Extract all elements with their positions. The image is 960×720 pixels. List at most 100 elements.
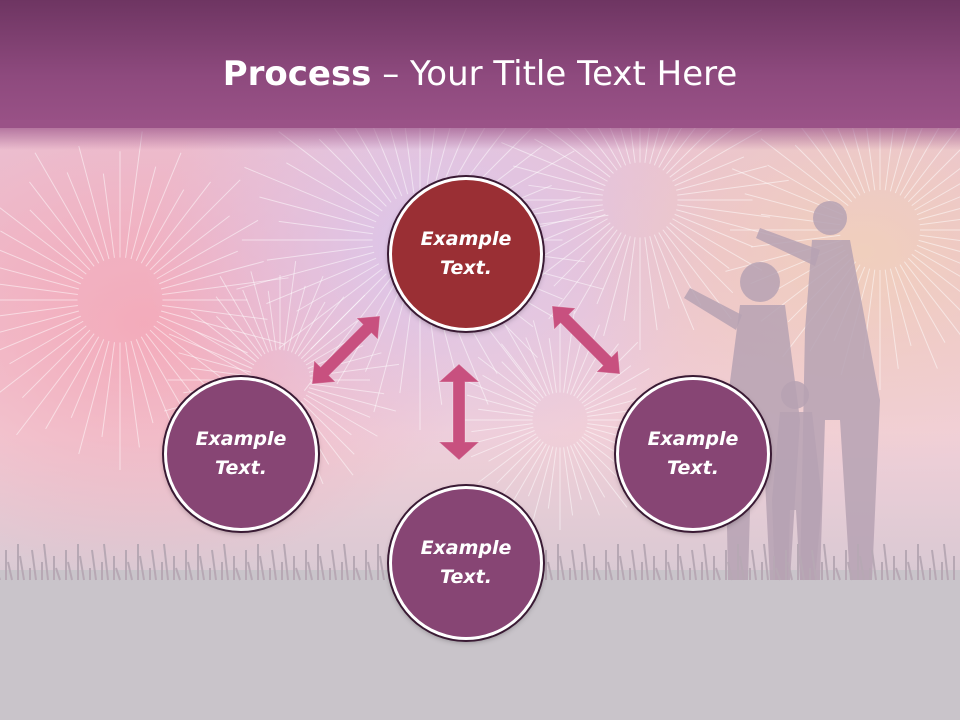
firework-streak: [259, 196, 375, 229]
firework-streak: [291, 275, 324, 353]
grass-blade: [355, 567, 361, 581]
firework-streak: [914, 183, 960, 211]
firework-streak: [751, 234, 841, 248]
firework-streak: [9, 320, 84, 365]
grass-blade: [283, 543, 289, 581]
firework-streak: [130, 166, 157, 260]
firework-streak: [525, 337, 550, 395]
grass-blade: [115, 567, 121, 581]
process-node-right[interactable]: Example Text.: [616, 377, 770, 531]
firework-streak: [899, 264, 946, 343]
firework-streak: [242, 289, 269, 353]
firework-streak: [66, 172, 105, 261]
firework-streak: [0, 310, 80, 333]
grass-blade: [67, 561, 73, 581]
process-node-bottom[interactable]: Example Text.: [389, 486, 543, 640]
firework-streak: [309, 383, 385, 395]
firework-streak: [216, 316, 260, 360]
firework-streak: [884, 269, 899, 369]
firework-streak: [542, 218, 608, 257]
grass-blade: [631, 549, 637, 581]
grass-blade: [223, 543, 229, 581]
grass-blade: [823, 543, 829, 581]
firework-streak: [676, 165, 767, 191]
firework-streak: [102, 173, 115, 258]
firework-streak: [300, 400, 355, 455]
grass-blade: [127, 561, 133, 581]
firework-streak: [644, 237, 658, 331]
process-node-left[interactable]: Example Text.: [164, 377, 318, 531]
title-bar-fade: [0, 120, 960, 150]
firework-streak: [190, 311, 257, 363]
firework-streak: [162, 305, 268, 320]
firework-streak: [596, 234, 627, 305]
firework-streak: [911, 253, 960, 293]
firework-streak: [482, 374, 537, 407]
firework-streak: [547, 447, 557, 509]
slide-title: Process – Your Title Text Here: [0, 52, 960, 96]
firework-streak: [532, 446, 554, 520]
grass-blade: [43, 543, 49, 581]
firework-streak: [78, 340, 110, 455]
firework-streak: [215, 296, 263, 357]
grass-blade: [343, 543, 349, 581]
firework-streak: [159, 315, 248, 354]
firework-streak: [283, 260, 297, 351]
firework-streak: [159, 250, 238, 285]
firework-streak: [570, 445, 600, 516]
firework-streak: [585, 387, 637, 410]
grass-blade: [763, 543, 769, 581]
firework-streak: [236, 251, 375, 290]
firework-streak: [528, 222, 611, 287]
grass-blade: [643, 543, 649, 581]
firework-streak: [70, 339, 105, 418]
grass-blade: [895, 567, 901, 581]
grass-blade: [175, 567, 181, 581]
firework-streak: [528, 184, 603, 196]
firework-streak: [477, 356, 539, 404]
process-node-top[interactable]: Example Text.: [389, 177, 543, 331]
firework-streak: [903, 261, 960, 336]
firework-streak: [623, 237, 636, 321]
firework-streak: [581, 365, 632, 404]
grass-blade: [883, 543, 889, 581]
firework-streak: [672, 218, 763, 271]
firework-streak: [666, 226, 734, 294]
firework-streak: [294, 301, 326, 355]
grass-blade: [607, 561, 613, 581]
firework-streak: [488, 433, 537, 462]
grass-blade: [547, 561, 553, 581]
firework-streak: [501, 361, 541, 401]
firework-streak: [219, 275, 266, 355]
firework-streak: [125, 131, 143, 258]
firework-streak: [0, 325, 87, 393]
grass-blade: [103, 543, 109, 581]
firework-streak: [286, 162, 380, 217]
firework-streak: [918, 208, 960, 221]
firework-streak: [0, 207, 87, 275]
grass-blade: [583, 543, 589, 581]
grass-blade: [703, 543, 709, 581]
grass-blade: [271, 549, 277, 581]
firework-streak: [563, 447, 574, 516]
firework-streak: [153, 215, 230, 275]
firework-streak: [287, 285, 306, 352]
grass-blade: [919, 555, 925, 581]
process-node-right-label: Example Text.: [647, 428, 739, 479]
grass-blade: [619, 555, 625, 581]
process-node-left-label: Example Text.: [195, 428, 287, 479]
firework-streak: [477, 436, 539, 484]
firework-streak: [470, 430, 535, 458]
firework-streak: [677, 204, 771, 218]
firework-streak: [307, 391, 371, 418]
firework-streak: [553, 226, 614, 287]
firework-streak: [195, 330, 255, 366]
grass-blade: [655, 567, 661, 581]
firework-streak: [916, 196, 960, 216]
grass-blade: [31, 549, 37, 581]
firework-streak: [153, 325, 222, 379]
grass-blade: [199, 555, 205, 581]
firework-streak: [918, 239, 960, 252]
grass-blade: [787, 561, 793, 581]
grass-blade: [871, 549, 877, 581]
